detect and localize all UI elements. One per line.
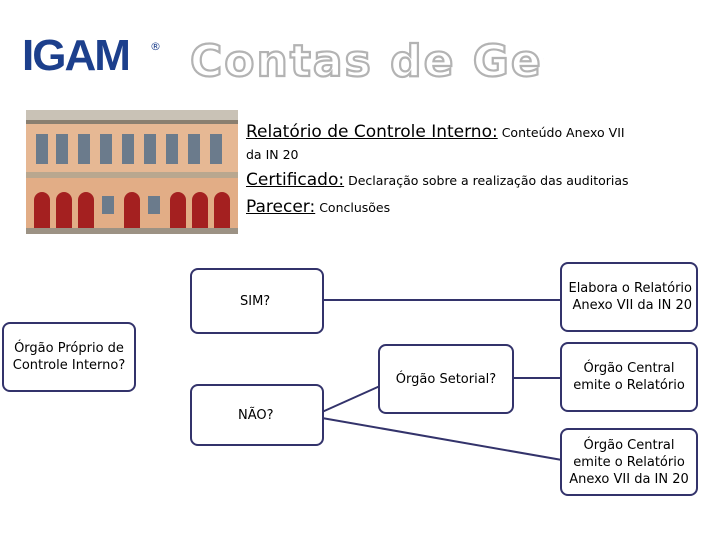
central-emite-line2: emite o Relatório: [573, 378, 685, 393]
sim-label: SIM?: [240, 293, 271, 309]
report-label: Relatório de Controle Interno:: [246, 122, 498, 142]
elabora-line2: Anexo VII da IN 20: [572, 298, 692, 313]
connector-nao-setorial: [321, 385, 381, 413]
orgao-setorial-box: Órgão Setorial?: [378, 344, 514, 414]
orgao-proprio-line1: Órgão Próprio de: [14, 341, 124, 356]
certificate-desc: Declaração sobre a realização das audito…: [344, 173, 629, 188]
central-anexo-line2: emite o Relatório: [573, 454, 685, 470]
elabora-line1: Elabora o Relatório: [568, 281, 692, 296]
opinion-line: Parecer: Conclusões: [246, 197, 390, 217]
nao-box: NÃO?: [190, 384, 324, 446]
registered-mark: ®: [150, 40, 161, 53]
elabora-box: Elabora o Relatório Anexo VII da IN 20: [560, 262, 698, 332]
certificate-label: Certificado:: [246, 170, 345, 190]
opinion-desc: Conclusões: [315, 200, 391, 215]
report-desc: Conteúdo Anexo VII: [497, 125, 625, 140]
certificate-line: Certificado: Declaração sobre a realizaç…: [246, 170, 629, 190]
page-title: Contas de Gestão: [189, 35, 544, 88]
central-emite-line1: Órgão Central: [583, 361, 675, 376]
nao-label: NÃO?: [238, 407, 274, 423]
orgao-proprio-line2: Controle Interno?: [12, 358, 126, 373]
report-line: Relatório de Controle Interno: Conteúdo …: [246, 122, 625, 142]
connector-nao-central-anexo: [321, 417, 563, 461]
sim-box: SIM?: [190, 268, 324, 334]
central-anexo-line1: Órgão Central: [583, 437, 675, 453]
igam-logo: IGAM ®: [22, 34, 161, 78]
orgao-setorial-label: Órgão Setorial?: [395, 371, 497, 387]
orgao-proprio-box: Órgão Próprio de Controle Interno?: [2, 322, 136, 392]
page-title-text: Contas de Gestão: [190, 36, 544, 87]
logo-text: IGAM: [22, 31, 131, 80]
building-image: [24, 104, 240, 234]
opinion-label: Parecer:: [246, 197, 316, 217]
report-line-cont: da IN 20: [246, 147, 299, 162]
central-anexo-line3: Anexo VII da IN 20: [569, 471, 689, 487]
central-emite-anexo-box: Órgão Central emite o Relatório Anexo VI…: [560, 428, 698, 496]
central-emite-box: Órgão Central emite o Relatório: [560, 342, 698, 412]
